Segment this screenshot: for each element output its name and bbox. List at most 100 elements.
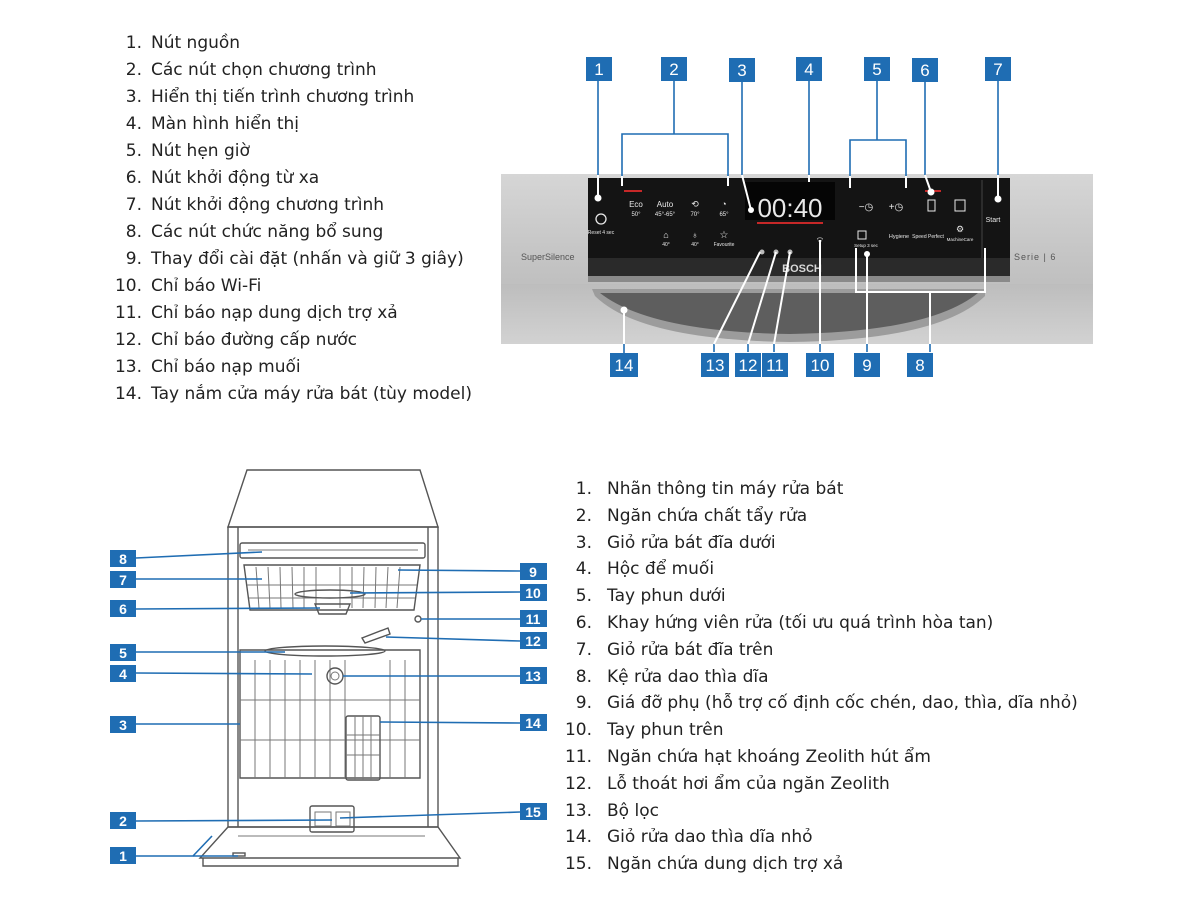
control-panel-image: 00:40 Reset 4 sec Eco 50° Auto 45°-65° ⟲… [501,174,1093,344]
interior-tag-9: 9 [520,563,547,580]
interior-tag-3: 3 [110,716,136,733]
interior-tag-14: 14 [520,714,547,731]
control-panel-legend-item-text: Nút nguồn [151,33,241,53]
interior-legend-item-text: Khay hứng viên rửa (tối ưu quá trình hòa… [607,612,994,633]
program-eco-temp: 50° [631,212,641,218]
interior-legend-item: 9.Giá đỡ phụ (hỗ trợ cố định cốc chén, d… [560,690,1078,717]
interior-legend-item-text: Bộ lọc [607,800,659,821]
svg-text:13: 13 [525,668,541,684]
svg-text:11: 11 [766,356,784,375]
program-4-temp: 65° [719,212,729,218]
control-panel-legend-item-number: 3. [125,87,142,107]
svg-text:11: 11 [526,611,541,627]
interior-legend-item: 3.Giỏ rửa bát đĩa dưới [560,530,1078,557]
program-auto[interactable]: Auto [657,200,674,209]
interior-tag-8: 8 [110,550,136,567]
control-panel-legend-item-number: 11. [114,303,142,323]
machine-care-button[interactable]: MachineCare [947,237,974,242]
extra-program-icon[interactable] [954,199,966,212]
svg-text:12: 12 [739,356,758,375]
interior-legend-item-text: Giỏ rửa dao thìa dĩa nhỏ [607,827,813,848]
control-panel-legend-item-text: Hiển thị tiến trình chương trình [151,87,415,107]
control-panel-legend-item: 11.Chỉ báo nạp dung dịch trợ xả [112,300,472,327]
panel-tag-3: 3 [729,58,755,82]
svg-text:2: 2 [119,813,127,829]
glass-program-icon[interactable]: ⌂ [663,230,668,240]
control-panel-legend-item-text: Nút khởi động từ xa [151,168,320,188]
quick-program-icon[interactable]: ◔ [721,199,726,209]
control-panel-legend-item: 4.Màn hình hiển thị [112,111,472,138]
silence-program-icon[interactable]: ♁ [692,230,699,240]
interior-legend-item: 14.Giỏ rửa dao thìa dĩa nhỏ [560,824,1078,851]
interior-tags: 8 7 6 5 4 3 2 1 9 10 11 12 13 14 15 [110,550,547,864]
dishwasher-interior-drawing [198,469,462,867]
interior-tag-11: 11 [520,610,547,627]
timer-minus-button[interactable]: −◷ [859,202,874,213]
program-eco[interactable]: Eco [629,200,643,209]
control-panel-legend-item-text: Thay đổi cài đặt (nhấn và giữ 3 giây) [151,249,464,269]
interior-legend-item: 7.Giỏ rửa bát đĩa trên [560,637,1078,664]
start-button[interactable]: Start [986,217,1001,224]
svg-text:3: 3 [737,61,746,80]
interior-legend-item: 13. Bộ lọc [560,798,1078,825]
remote-start-icon[interactable] [927,199,936,212]
svg-text:1: 1 [119,848,127,864]
control-panel-legend-item-number: 6. [125,168,142,188]
control-panel-legend-item: 12.Chỉ báo đường cấp nước [112,327,472,354]
interior-legend-item-number: 1. [575,479,592,499]
svg-text:13: 13 [706,356,725,375]
panel-tag-12: 12 [735,353,761,377]
control-panel-legend-item: 7.Nút khởi động chương trình [112,192,472,219]
interior-legend-item-text: Lỗ thoát hơi ẩm của ngăn Zeolith [607,773,890,794]
svg-text:15: 15 [525,804,541,820]
interior-legend-item-number: 12. [564,773,592,794]
brand-logo: BOSCH [782,263,822,275]
control-panel-legend-item-text: Các nút chức năng bổ sung [151,222,384,242]
svg-text:5: 5 [119,645,127,661]
speed-perfect-button[interactable]: Speed Perfect [912,234,944,240]
machine-care-icon[interactable]: ⚙ [956,224,964,234]
interior-legend-item: 6.Khay hứng viên rửa (tối ưu quá trình h… [560,610,1078,637]
favourite-star-icon[interactable]: ☆ [720,230,729,241]
control-panel-tags: 1 2 3 4 5 6 7 14 13 12 11 10 9 8 [586,57,1011,377]
svg-text:12: 12 [525,633,541,649]
interior-tag-5: 5 [110,644,136,661]
svg-text:3: 3 [119,717,127,733]
timer-plus-button[interactable]: +◷ [889,202,904,213]
interior-legend-item-text: Kệ rửa dao thìa dĩa [607,666,769,687]
program-3-temp: 70° [690,212,700,218]
svg-text:14: 14 [615,356,634,375]
panel-tag-1: 1 [586,57,612,81]
svg-text:10: 10 [525,585,541,601]
control-panel-legend-item-text: Các nút chọn chương trình [151,60,377,80]
interior-tag-13: 13 [520,667,547,684]
intensive-program-icon[interactable]: ⟲ [691,199,699,209]
panel-tag-11: 11 [762,353,788,377]
interior-legend-item-number: 8. [575,666,592,687]
interior-legend-item: 8. Kệ rửa dao thìa dĩa [560,664,1078,691]
control-panel-legend-item-number: 1. [125,33,142,53]
power-icon[interactable] [595,213,607,225]
interior-legend-item: 4.Hộc để muối [560,556,1078,583]
control-panel-legend-item-text: Nút khởi động chương trình [151,195,385,215]
interior-legend-item-text: Ngăn chứa chất tẩy rửa [607,505,808,526]
interior-tag-1: 1 [110,847,136,864]
svg-text:10: 10 [811,356,830,375]
panel-tag-6: 6 [912,58,938,82]
svg-text:7: 7 [993,60,1002,79]
control-panel-legend-item: 9.Thay đổi cài đặt (nhấn và giữ 3 giây) [112,246,472,273]
interior-legend-item: 5.Tay phun dưới [560,583,1078,610]
interior-legend-item-number: 3. [575,532,592,553]
interior-legend-item-number: 15. [564,854,592,875]
setup-icon[interactable] [857,230,867,240]
hygiene-button[interactable]: Hygiene [889,234,909,240]
interior-legend-item: 11.Ngăn chứa hạt khoáng Zeolith hút ẩm [560,744,1078,771]
svg-text:2: 2 [669,60,678,79]
interior-legend-item-number: 2. [575,505,592,526]
interior-tag-6: 6 [110,600,136,617]
program-favourite: Favourite [714,242,735,248]
power-label: Reset 4 sec [588,230,615,236]
interior-legend-item-number: 13. [564,800,592,821]
control-panel-legend-item: 14.Tay nắm cửa máy rửa bát (tùy model) [112,381,472,408]
